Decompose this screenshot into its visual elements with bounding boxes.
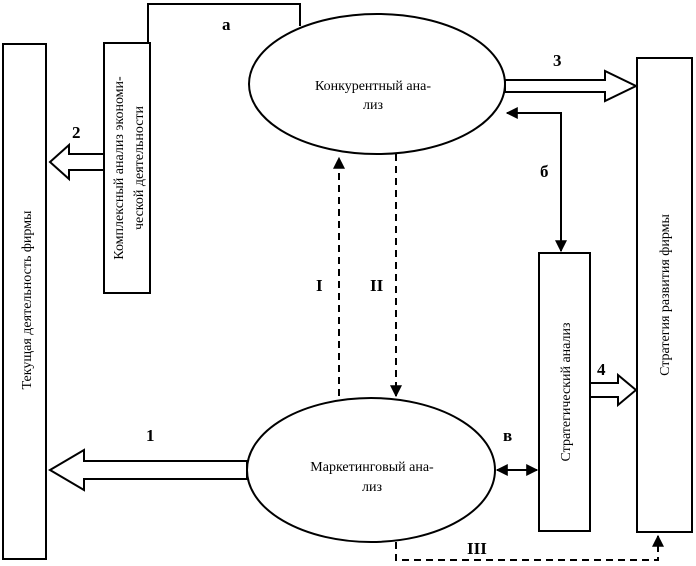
arrow-1 [48,448,248,492]
arrow-2 [48,142,105,182]
arrow-3 [504,69,639,103]
label-1: 1 [146,426,155,445]
arrow-4 [589,372,638,408]
label-roman-3: III [467,539,487,558]
competitive-label-line2: лиз [363,98,383,113]
label-roman-1: I [316,276,323,295]
complex-analysis-label-line2: ческой деятельности [132,105,147,230]
dashed-arrow-iii [395,534,664,561]
current-activity-box: Текущая деятельность фирмы [2,43,47,560]
connector-a [147,3,301,43]
development-strategy-label: Стратегия развития фирмы [658,214,673,376]
development-strategy-box: Стратегия развития фирмы [636,57,693,533]
label-roman-2: II [370,276,384,295]
label-v: в [503,426,512,445]
strategic-analysis-label: Стратегический анализ [559,322,574,461]
connector-b [505,107,567,253]
label-3: 3 [553,51,562,70]
marketing-analysis-ellipse: Маркетинговый ана- лиз [246,397,496,543]
strategic-analysis-box: Стратегический анализ [538,252,591,532]
label-a: а [222,15,231,34]
label-b: б [540,162,549,181]
complex-analysis-box: Комплексный анализ экономи- ческой деяте… [103,42,151,294]
marketing-label-line1: Маркетинговый ана- [310,460,434,475]
label-4: 4 [597,360,606,379]
label-2: 2 [72,123,81,142]
current-activity-label: Текущая деятельность фирмы [20,210,35,390]
competitive-analysis-ellipse: Конкурентный ана- лиз [248,13,506,155]
complex-analysis-label-line1: Комплексный анализ экономи- [112,76,127,260]
competitive-label-line1: Конкурентный ана- [315,79,431,94]
marketing-label-line2: лиз [362,480,382,495]
